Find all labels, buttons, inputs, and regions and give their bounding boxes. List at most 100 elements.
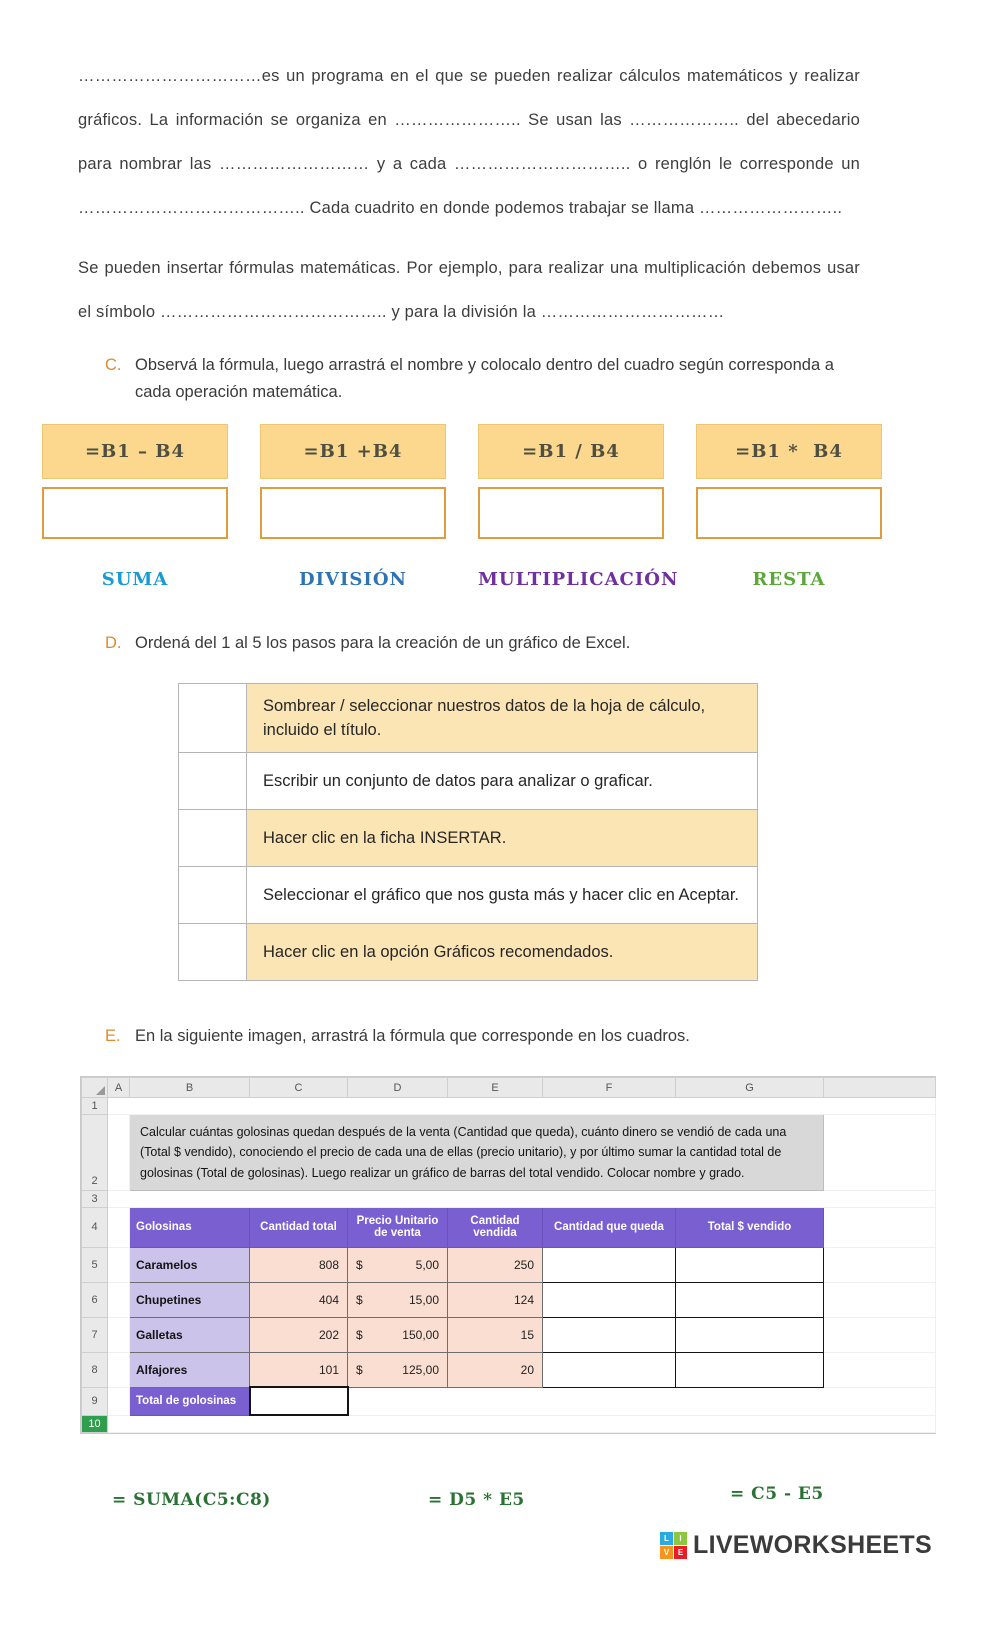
step-order-input-2[interactable]	[178, 752, 247, 810]
header-cantidad-que-queda: Cantidad que queda	[542, 1206, 676, 1248]
empty-cell	[823, 1316, 936, 1353]
section-e-heading: E. En la siguiente imagen, arrastrá la f…	[105, 1023, 870, 1050]
sheet-row: 2 Calcular cuántas golosinas quedan desp…	[81, 1114, 936, 1191]
sheet-data-row: 6 Chupetines 404 $15,00 124	[81, 1281, 936, 1318]
intro-paragraph-2: Se pueden insertar fórmulas matemáticas.…	[78, 259, 860, 321]
sheet-row: 3	[81, 1189, 936, 1208]
empty-cell	[823, 1114, 936, 1191]
step-text: Seleccionar el gráfico que nos gusta más…	[246, 866, 758, 924]
empty-cells	[347, 1386, 936, 1416]
drag-word-resta[interactable]: RESTA	[752, 569, 826, 590]
empty-cell	[823, 1351, 936, 1388]
column-header-blank	[823, 1077, 936, 1098]
drag-word-suma[interactable]: SUMA	[101, 569, 169, 590]
drag-words-row: SUMA DIVISIÓN MULTIPLICACIÓN RESTA	[42, 569, 1000, 590]
dropzone-total-vendido[interactable]	[675, 1316, 824, 1353]
column-header: F	[542, 1077, 676, 1098]
drag-word-multiplicacion[interactable]: MULTIPLICACIÓN	[478, 569, 679, 590]
empty-cell	[107, 1351, 130, 1388]
cell-golosina-name: Chupetines	[129, 1281, 250, 1318]
cell-total-golosinas-label: Total de golosinas	[129, 1386, 250, 1416]
row-number: 10	[81, 1414, 108, 1433]
drag-word-division[interactable]: DIVISIÓN	[299, 569, 407, 590]
formula-box-subtraction: =B1 – B4	[42, 424, 228, 479]
formula-dropzone-4[interactable]	[696, 487, 882, 539]
dropzone-cantidad-que-queda[interactable]	[542, 1351, 676, 1388]
formula-chip-suma[interactable]: = SUMA(C5:C8)	[112, 1489, 271, 1510]
cell-cantidad-vendida: 124	[447, 1281, 543, 1318]
empty-cells	[107, 1189, 936, 1208]
currency-symbol: $	[356, 1292, 363, 1307]
formula-chip-multiplicacion[interactable]: = D5 * E5	[428, 1489, 525, 1510]
price-value: 5,00	[415, 1257, 439, 1272]
liveworksheets-logo[interactable]: L I V E LIVEWORKSHEETS	[660, 1531, 932, 1560]
cell-golosina-name: Caramelos	[129, 1246, 250, 1283]
select-all-triangle-icon	[96, 1086, 105, 1095]
header-precio-unitario: Precio Unitario de venta	[347, 1206, 448, 1248]
cell-golosina-name: Galletas	[129, 1316, 250, 1353]
formula-dropzones-row	[42, 487, 1000, 539]
sheet-data-row: 8 Alfajores 101 $125,00 20	[81, 1351, 936, 1388]
formula-dropzone-1[interactable]	[42, 487, 228, 539]
sheet-data-row: 7 Galletas 202 $150,00 15	[81, 1316, 936, 1353]
price-value: 15,00	[408, 1292, 439, 1307]
header-golosinas: Golosinas	[129, 1206, 250, 1248]
dropzone-cantidad-que-queda[interactable]	[542, 1246, 676, 1283]
dropzone-total-golosinas[interactable]	[248, 1386, 349, 1417]
row-number: 3	[81, 1189, 108, 1208]
liveworksheets-grid-icon: L I V E	[660, 1532, 687, 1559]
intro-section: ……………………………es un programa en el que se p…	[0, 0, 1000, 334]
section-d-letter: D.	[105, 634, 122, 652]
price-value: 125,00	[402, 1362, 439, 1377]
cell-cantidad-total: 404	[249, 1281, 348, 1318]
column-header: C	[249, 1077, 348, 1098]
cell-precio-unitario: $5,00	[347, 1246, 448, 1283]
empty-cells	[107, 1097, 936, 1115]
formula-dropzone-2[interactable]	[260, 487, 446, 539]
cell-precio-unitario: $125,00	[347, 1351, 448, 1388]
row-number: 9	[81, 1386, 108, 1416]
row-number: 8	[81, 1351, 108, 1388]
dropzone-total-vendido[interactable]	[675, 1351, 824, 1388]
empty-cell	[107, 1386, 130, 1416]
dropzone-cantidad-que-queda[interactable]	[542, 1281, 676, 1318]
row-number: 5	[81, 1246, 108, 1283]
empty-cell	[823, 1246, 936, 1283]
cell-cantidad-total: 101	[249, 1351, 348, 1388]
step-order-input-5[interactable]	[178, 923, 247, 981]
formula-dropzone-3[interactable]	[478, 487, 664, 539]
currency-symbol: $	[356, 1257, 363, 1272]
empty-cell	[107, 1206, 130, 1248]
formula-box-division: =B1 / B4	[478, 424, 664, 479]
section-c-heading: C. Observá la fórmula, luego arrastrá el…	[105, 352, 870, 406]
formula-chips-row: = SUMA(C5:C8) = D5 * E5 = C5 - E5	[0, 1484, 1000, 1518]
dropzone-cantidad-que-queda[interactable]	[542, 1316, 676, 1353]
step-text: Escribir un conjunto de datos para anali…	[246, 752, 758, 810]
sheet-row: 4 Golosinas Cantidad total Precio Unitar…	[81, 1206, 936, 1248]
cell-cantidad-vendida: 250	[447, 1246, 543, 1283]
step-text: Sombrear / seleccionar nuestros datos de…	[246, 683, 758, 753]
logo-square: I	[674, 1532, 687, 1545]
select-all-corner	[81, 1077, 108, 1098]
column-header: D	[347, 1077, 448, 1098]
step-row: Hacer clic en la opción Gráficos recomen…	[178, 923, 758, 981]
step-order-input-1[interactable]	[178, 683, 247, 753]
brand-wordmark: LIVEWORKSHEETS	[693, 1531, 932, 1559]
empty-cell	[823, 1206, 936, 1248]
section-c-letter: C.	[105, 356, 122, 374]
section-d-heading: D. Ordená del 1 al 5 los pasos para la c…	[105, 630, 870, 657]
formula-chip-resta[interactable]: = C5 - E5	[730, 1483, 824, 1504]
dropzone-total-vendido[interactable]	[675, 1246, 824, 1283]
steps-table: Sombrear / seleccionar nuestros datos de…	[178, 683, 758, 981]
row-number: 2	[81, 1114, 108, 1191]
column-header: A	[107, 1077, 130, 1098]
excel-screenshot: A B C D E F G 1 2 Calcular cuántas golos…	[80, 1076, 936, 1434]
dropzone-total-vendido[interactable]	[675, 1281, 824, 1318]
column-header-row: A B C D E F G	[81, 1077, 936, 1098]
cell-cantidad-total: 808	[249, 1246, 348, 1283]
step-order-input-3[interactable]	[178, 809, 247, 867]
empty-cell	[823, 1281, 936, 1318]
section-e-letter: E.	[105, 1027, 121, 1045]
currency-symbol: $	[356, 1362, 363, 1377]
step-order-input-4[interactable]	[178, 866, 247, 924]
